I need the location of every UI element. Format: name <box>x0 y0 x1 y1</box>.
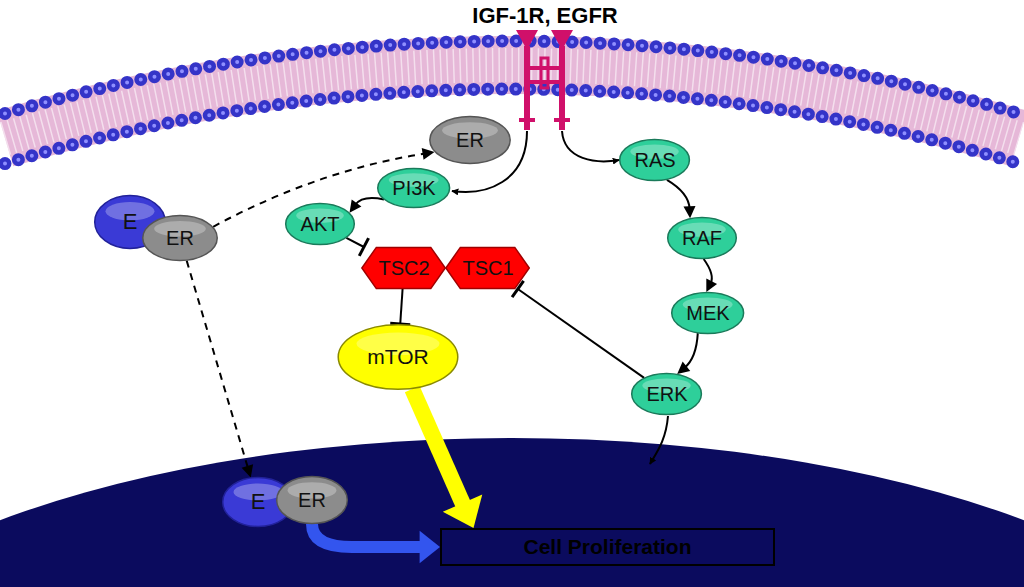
inhibition-bar <box>359 238 368 256</box>
node-outline <box>430 116 510 163</box>
node-label: TSC1 <box>462 257 513 280</box>
connector-line <box>518 289 644 378</box>
receptor <box>516 30 573 130</box>
signal-protein: PI3K <box>377 168 450 208</box>
outcome-box: Cell Proliferation <box>440 528 775 566</box>
connector-line <box>412 389 465 508</box>
connector <box>677 333 698 374</box>
connector-line <box>400 289 402 324</box>
node-outline <box>362 247 445 288</box>
connector <box>187 261 253 478</box>
connector-line <box>685 333 698 368</box>
connector <box>512 281 644 378</box>
connector <box>704 259 717 292</box>
node-outline <box>143 215 217 260</box>
node-outline <box>668 217 737 258</box>
connector-line <box>355 198 384 205</box>
node-outline <box>277 476 348 523</box>
node-label: Cell Proliferation <box>523 535 691 559</box>
node-label: ER <box>166 227 194 250</box>
signal-protein: RAF <box>667 217 737 259</box>
arrow-head <box>683 206 695 218</box>
signal-protein: ERK <box>631 373 702 415</box>
connector <box>312 524 440 563</box>
connector <box>412 389 482 528</box>
cell-membrane <box>5 41 1019 164</box>
receptor-protein: ER <box>276 476 348 524</box>
signal-arrow <box>562 131 619 161</box>
node-outline <box>632 373 702 414</box>
receptor-label: IGF-1R, EGFR <box>472 3 617 29</box>
node-label: RAF <box>682 227 722 250</box>
connector-line <box>187 261 248 469</box>
node-label: E <box>251 489 266 515</box>
arrow-head <box>420 531 440 563</box>
node-label: MEK <box>686 302 729 325</box>
node-outline <box>620 139 690 180</box>
arrow-head <box>350 199 362 212</box>
node-label: AKT <box>301 213 340 236</box>
node-label: mTOR <box>367 345 428 369</box>
arrow-head <box>242 464 254 477</box>
node-outline <box>338 325 458 390</box>
connector <box>346 238 368 256</box>
node-label: ERK <box>646 383 687 406</box>
tsc-complex: TSC2 <box>361 247 446 289</box>
arrow-head <box>443 494 483 528</box>
arrow-head <box>677 362 690 374</box>
mtor-node: mTOR <box>337 324 459 390</box>
tsc-complex: TSC1 <box>445 247 530 289</box>
node-outline <box>378 168 450 207</box>
node-label: TSC2 <box>378 257 429 280</box>
connector <box>390 289 410 325</box>
node-outline <box>672 292 744 333</box>
signal-arrow <box>650 416 668 464</box>
node-label: ER <box>298 489 326 512</box>
receptor-protein: ER <box>142 215 218 261</box>
node-label: ER <box>456 129 484 152</box>
connector-line <box>667 180 690 209</box>
node-label: RAS <box>634 149 675 172</box>
arrow-head <box>706 279 717 292</box>
receptor-protein: ER <box>429 116 511 164</box>
signal-protein: MEK <box>671 292 744 334</box>
connector-line <box>346 238 364 247</box>
nucleus <box>0 438 1024 587</box>
node-outline <box>286 203 355 244</box>
signal-protein: RAS <box>619 139 690 181</box>
node-outline <box>446 247 529 288</box>
node-label: PI3K <box>392 177 435 200</box>
connector <box>350 198 384 213</box>
connector <box>667 180 696 218</box>
connector-line <box>312 524 424 547</box>
node-label: E <box>123 209 138 235</box>
signal-protein: AKT <box>285 203 355 245</box>
